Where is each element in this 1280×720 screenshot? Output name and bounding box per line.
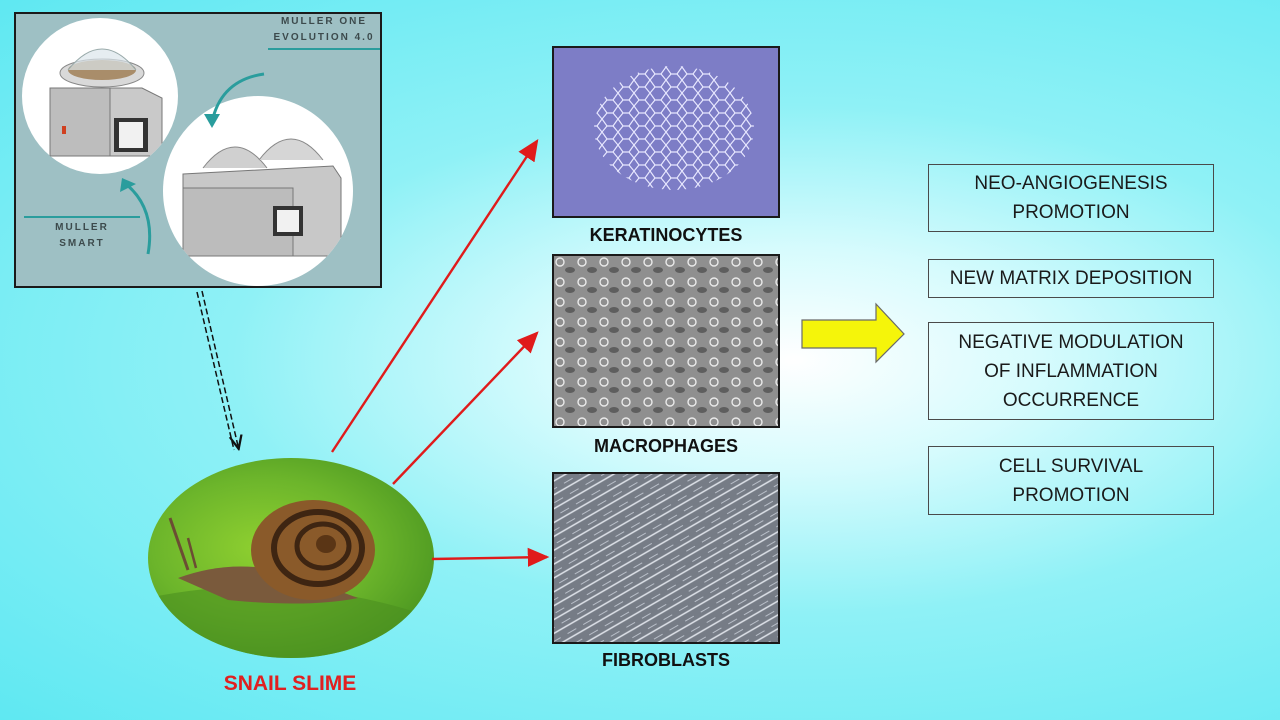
outcome-neo-angiogenesis: NEO-ANGIOGENESIS PROMOTION xyxy=(928,164,1214,232)
keratinocytes-micrograph xyxy=(552,46,780,218)
machine-arrows xyxy=(120,72,265,255)
outcome-cell-survival: CELL SURVIVAL PROMOTION xyxy=(928,446,1214,515)
divider xyxy=(268,48,380,50)
divider xyxy=(24,216,140,218)
muller-one-label-line1: MULLER ONE xyxy=(280,16,368,27)
outcome-new-matrix: NEW MATRIX DEPOSITION xyxy=(928,259,1214,298)
muller-smart-label-line1: MULLER xyxy=(55,222,109,233)
machine-panel: MULLER ONE EVOLUTION 4.0 MULLER SMART xyxy=(14,12,382,288)
outcome-negative-modulation: NEGATIVE MODULATION OF INFLAMMATION OCCU… xyxy=(928,322,1214,420)
arrow-to-macrophages xyxy=(392,331,539,485)
fibroblasts-label: FIBROBLASTS xyxy=(602,650,730,670)
snail-image xyxy=(148,458,434,658)
macrophages-label: MACROPHAGES xyxy=(593,436,738,456)
snail-illustration xyxy=(148,500,434,658)
fibroblasts-micrograph xyxy=(552,472,780,644)
muller-smart-label-line2: SMART xyxy=(59,238,105,249)
muller-smart-image xyxy=(22,18,178,174)
muller-smart-label: MULLER SMART xyxy=(24,214,140,252)
arrow-to-fibroblasts xyxy=(431,547,550,567)
macrophages-micrograph xyxy=(552,254,780,428)
snail-slime-label: SNAIL SLIME xyxy=(223,672,357,695)
fibroblasts-texture xyxy=(554,474,778,642)
muller-one-machine-illustration xyxy=(182,138,342,257)
muller-one-label: MULLER ONE EVOLUTION 4.0 xyxy=(268,14,380,52)
macrophages-texture xyxy=(554,256,778,426)
arrow-to-keratinocytes xyxy=(330,138,539,453)
muller-one-label-line2: EVOLUTION 4.0 xyxy=(273,32,375,43)
keratinocytes-texture xyxy=(554,48,778,216)
big-yellow-arrow xyxy=(801,302,905,364)
muller-one-image xyxy=(163,96,353,286)
muller-smart-machine-illustration xyxy=(49,48,163,157)
machine-to-snail-arrow xyxy=(196,290,238,450)
keratinocytes-label: KERATINOCYTES xyxy=(589,225,743,245)
